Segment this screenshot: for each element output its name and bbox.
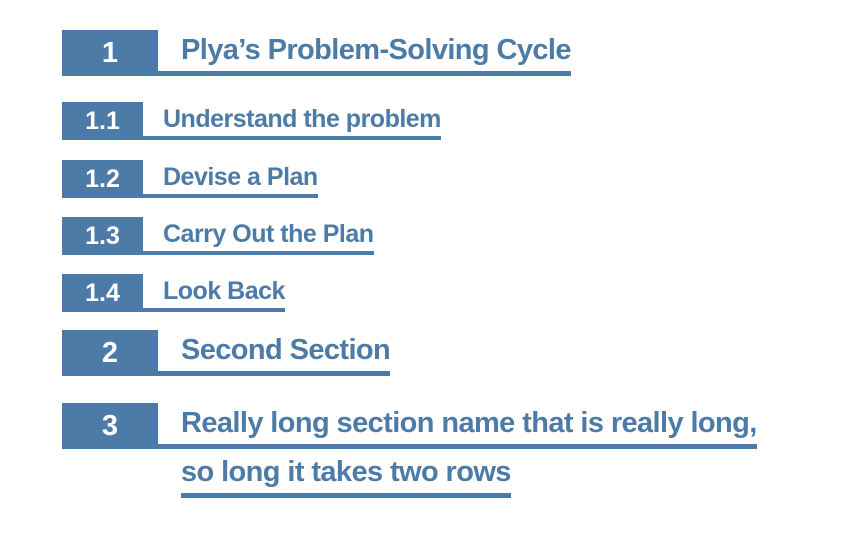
subsection-title: Understand the problem — [143, 102, 441, 140]
section-number-box: 3 — [62, 403, 158, 449]
section-title: Really long section name that is really … — [158, 403, 757, 498]
subsection-title-line: Understand the problem — [143, 102, 441, 140]
heading-section-3: 3 Really long section name that is reall… — [62, 403, 757, 498]
heading-subsection-1-4: 1.4 Look Back — [62, 274, 285, 312]
section-number-box: 2 — [62, 330, 158, 376]
section-title-line: Second Section — [158, 330, 391, 376]
subsection-title-line: Carry Out the Plan — [143, 217, 374, 255]
subsection-title: Look Back — [143, 274, 285, 312]
subsection-number-box: 1.1 — [62, 102, 143, 140]
subsection-number-box: 1.4 — [62, 274, 143, 312]
heading-subsection-1-2: 1.2 Devise a Plan — [62, 160, 318, 198]
section-title-line: Plya’s Problem-Solving Cycle — [158, 30, 571, 76]
subsection-title: Carry Out the Plan — [143, 217, 374, 255]
subsection-number-box: 1.2 — [62, 160, 143, 198]
heading-subsection-1-1: 1.1 Understand the problem — [62, 102, 441, 140]
subsection-title: Devise a Plan — [143, 160, 318, 198]
heading-section-1: 1 Plya’s Problem-Solving Cycle — [62, 30, 571, 76]
section-title: Second Section — [158, 330, 391, 376]
section-number-box: 1 — [62, 30, 158, 76]
subsection-title-line: Look Back — [143, 274, 285, 312]
heading-section-2: 2 Second Section — [62, 330, 391, 376]
section-title-line: so long it takes two rows — [181, 452, 511, 498]
section-title: Plya’s Problem-Solving Cycle — [158, 30, 571, 76]
heading-subsection-1-3: 1.3 Carry Out the Plan — [62, 217, 374, 255]
subsection-title-line: Devise a Plan — [143, 160, 318, 198]
section-title-line: Really long section name that is really … — [158, 403, 757, 449]
subsection-number-box: 1.3 — [62, 217, 143, 255]
